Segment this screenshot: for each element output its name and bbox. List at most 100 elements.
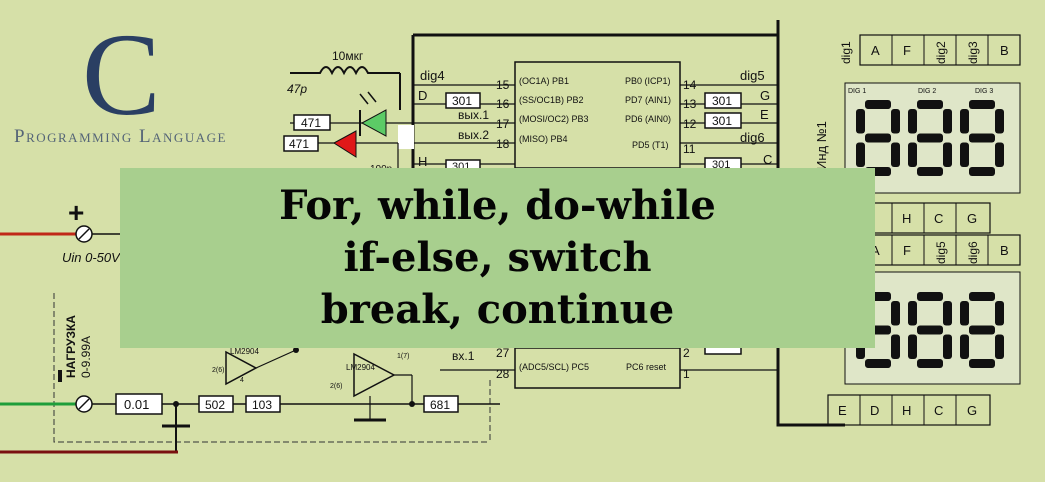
net-E: E [760, 107, 769, 122]
board-label: Инд №1 [814, 121, 829, 170]
segment [908, 109, 917, 134]
red-led-icon [333, 130, 357, 158]
pin-num: 12 [683, 117, 697, 131]
net-vyh1: вых.1 [458, 108, 489, 122]
segment [995, 301, 1004, 326]
segment [943, 142, 952, 167]
input-voltage-label: Uin 0-50V [62, 250, 121, 265]
segment [891, 109, 900, 134]
disp-small: DIG 3 [975, 88, 993, 95]
resistor-681 [423, 395, 459, 413]
net-C: C [763, 152, 772, 167]
terminal-slash [78, 228, 90, 240]
load-range: 0-9.99A [79, 336, 93, 378]
resistor-value: 301 [712, 94, 732, 108]
pin-name: (MISO) PB4 [519, 134, 568, 144]
shunt-value: 0.01 [124, 397, 149, 412]
segment [995, 109, 1004, 134]
pin-num: 15 [496, 78, 510, 92]
pin-name: PC6 reset [626, 362, 667, 372]
pin-num: 1 [683, 367, 690, 381]
opamp-b-label: LM2904 [346, 363, 375, 372]
resistor-value: 301 [712, 114, 732, 128]
segment [969, 292, 995, 301]
segment [969, 133, 995, 143]
disp-C2: C [934, 403, 943, 418]
pin-name: PD6 (AIN0) [625, 114, 671, 124]
disp-F2: F [903, 243, 911, 258]
pin-name: (SS/OC1B) PB2 [519, 95, 584, 105]
disp-H2: H [902, 403, 911, 418]
pin-num: 28 [496, 367, 510, 381]
disp-F: F [903, 43, 911, 58]
net-D: D [418, 88, 427, 103]
resistor-103 [245, 395, 281, 413]
terminal-slash [78, 398, 90, 410]
segment [891, 334, 900, 359]
resistor-value: 103 [252, 398, 272, 412]
segment [960, 301, 969, 326]
display-top-header [859, 34, 1021, 66]
disp-G2: G [967, 403, 977, 418]
pin-num: 27 [496, 346, 510, 360]
opamp-b-pin: 2(6) [330, 383, 342, 390]
disp-A2: A [871, 243, 880, 258]
opamp-a-pin: 2(6) [212, 367, 224, 374]
pin-num: 18 [496, 137, 510, 151]
segment [865, 133, 891, 143]
net-H: H [418, 154, 427, 169]
disp-small: DIG 1 [848, 88, 866, 95]
net-dig4: dig4 [420, 68, 445, 83]
segment [865, 100, 891, 109]
resistor-value: 681 [430, 398, 450, 412]
segment [960, 334, 969, 359]
disp-C: C [934, 211, 943, 226]
disp-dig1: dig1 [839, 41, 853, 64]
wire [255, 349, 297, 369]
mcu-chip-lower [514, 347, 681, 389]
dash-box [53, 293, 490, 443]
segment [917, 133, 943, 143]
segment [969, 359, 995, 368]
shunt-resistor [115, 393, 163, 415]
pin-name: (ADC5/SCL) PC5 [519, 362, 589, 372]
load-label: НАГРУЗКА [64, 315, 78, 378]
pin-num: 14 [683, 78, 697, 92]
segment [969, 167, 995, 176]
banner-line-3: break, continue [320, 286, 675, 333]
segment [943, 109, 952, 134]
disp-B2: B [1000, 243, 1009, 258]
disp-E: E [838, 403, 847, 418]
pin-name: PB0 (ICP1) [625, 76, 671, 86]
segment [917, 167, 943, 176]
segment [908, 142, 917, 167]
pin-num: 17 [496, 117, 510, 131]
resistor-301-left-1 [445, 92, 481, 109]
segment [856, 142, 865, 167]
title-banner: For, while, do-while if-else, switch bre… [120, 168, 875, 348]
segment [943, 301, 952, 326]
segment [960, 142, 969, 167]
pin-name: (OC1A) PB1 [519, 76, 569, 86]
opamp-a-icon [225, 350, 258, 386]
opamp-a-pin: 4 [240, 377, 244, 384]
segment [917, 325, 943, 335]
net-vyh2: вых.2 [458, 128, 489, 142]
segment [856, 109, 865, 134]
segment [891, 301, 900, 326]
disp-dig2: dig2 [934, 41, 948, 64]
opamp-b-icon [353, 352, 396, 398]
disp-A: A [871, 43, 880, 58]
segment [908, 301, 917, 326]
disp-small: DIG 2 [918, 88, 936, 95]
junction [293, 347, 299, 353]
resistor-value: 502 [205, 398, 225, 412]
resistor-502 [198, 395, 234, 413]
segment [995, 142, 1004, 167]
led-block [398, 125, 414, 149]
segment [995, 334, 1004, 359]
segment [960, 109, 969, 134]
logo-subtitle: Programming Language [14, 126, 227, 147]
disp-dig5: dig5 [934, 241, 948, 264]
